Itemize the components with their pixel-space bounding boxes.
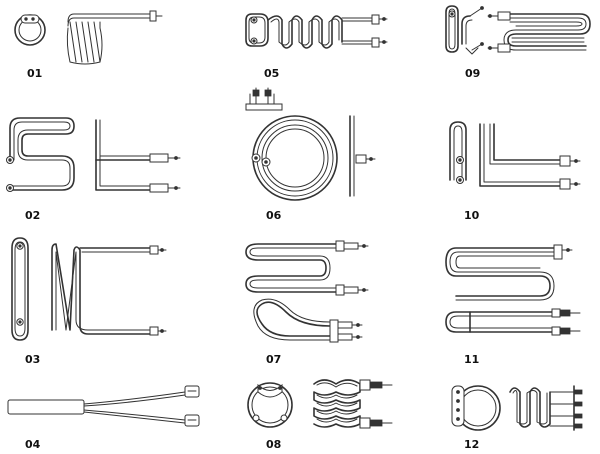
item-04: 04 (7, 385, 200, 451)
item-06: 06 (245, 87, 376, 222)
item-label: 07 (266, 353, 281, 366)
item-02: 02 (6, 117, 181, 222)
bent-tube-heater-icon (6, 117, 181, 193)
item-label: 06 (266, 209, 282, 222)
item-03: 03 (11, 237, 167, 366)
item-label: 02 (25, 209, 40, 222)
serpentine-heater-icon (245, 240, 369, 343)
item-label: 11 (464, 353, 479, 366)
item-07: 07 (245, 240, 369, 366)
flange-coil-heater-icon (451, 385, 583, 431)
item-label: 04 (25, 438, 41, 451)
item-05: 05 (245, 13, 388, 80)
item-label: 05 (264, 67, 279, 80)
coil-heater-icon (245, 13, 388, 49)
item-label: 10 (464, 209, 480, 222)
item-label: 03 (25, 353, 40, 366)
u-tube-heater-icon (449, 121, 581, 190)
item-label: 12 (464, 438, 479, 451)
item-09: 09 (445, 5, 591, 80)
item-label: 09 (465, 67, 480, 80)
item-label: 01 (27, 67, 42, 80)
hairpin-heater-icon (445, 5, 591, 55)
item-11: 11 (445, 244, 581, 366)
ring-coil-heater-icon (247, 379, 393, 429)
ring-flange-coil-heater-icon (14, 10, 163, 65)
item-01: 01 (14, 10, 163, 80)
item-10: 10 (449, 121, 581, 222)
item-08: 08 (247, 379, 393, 451)
flat-loop-heater-icon (445, 244, 581, 336)
circular-ring-heater-icon (245, 87, 376, 201)
loop-tube-heater-icon (11, 237, 167, 341)
cartridge-heater-icon (7, 385, 200, 427)
item-12: 12 (451, 385, 583, 451)
item-label: 08 (266, 438, 281, 451)
